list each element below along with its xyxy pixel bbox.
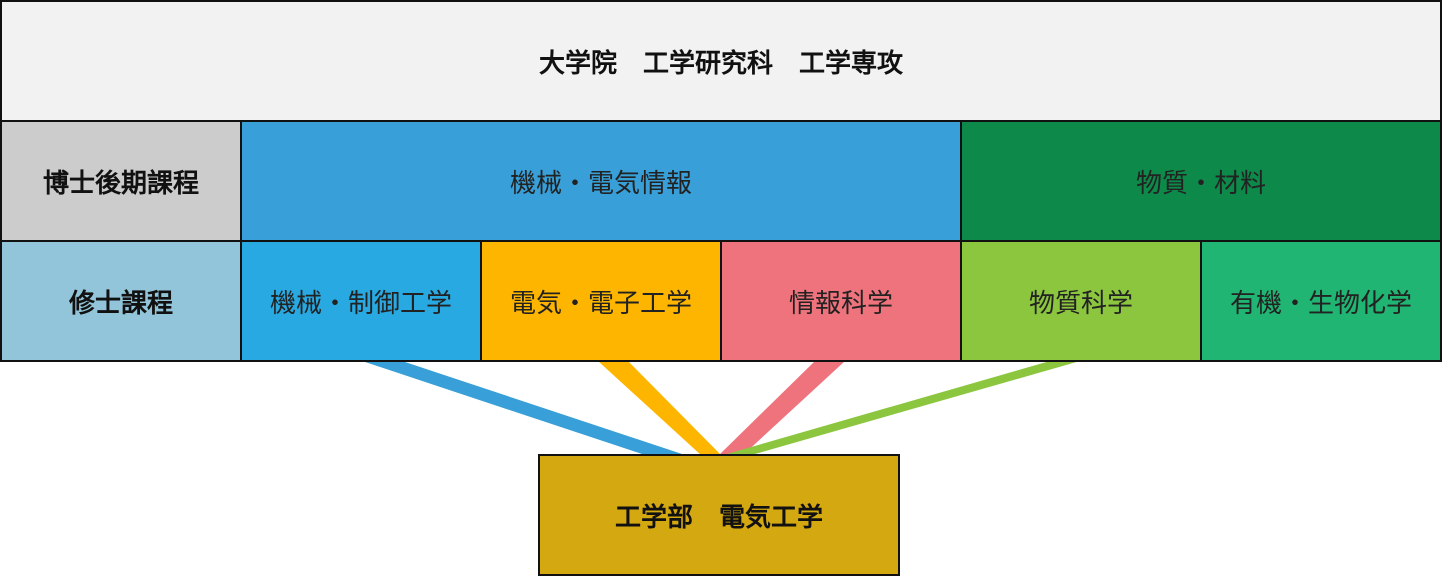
- masters-program-materials-science: 物質科学: [960, 240, 1202, 362]
- graduate-school-header: 大学院 工学研究科 工学専攻: [0, 0, 1442, 122]
- masters-program-electrical-electronic: 電気・電子工学: [480, 240, 722, 362]
- undergrad-department-box: 工学部 電気工学: [538, 454, 900, 576]
- connector-materials-science: [720, 361, 1080, 456]
- connector-information-science: [718, 361, 845, 456]
- masters-program-mechanical-control: 機械・制御工学: [240, 240, 482, 362]
- masters-program-organic-biochemistry: 有機・生物化学: [1200, 240, 1442, 362]
- connector-mechanical-control: [362, 361, 688, 456]
- connector-electrical-electronic: [598, 361, 722, 456]
- doctoral-program-materials: 物質・材料: [960, 120, 1442, 242]
- masters-program-information-science: 情報科学: [720, 240, 962, 362]
- doctoral-program-mechanical-electrical-info: 機械・電気情報: [240, 120, 962, 242]
- doctoral-course-label: 博士後期課程: [0, 120, 242, 242]
- masters-course-label: 修士課程: [0, 240, 242, 362]
